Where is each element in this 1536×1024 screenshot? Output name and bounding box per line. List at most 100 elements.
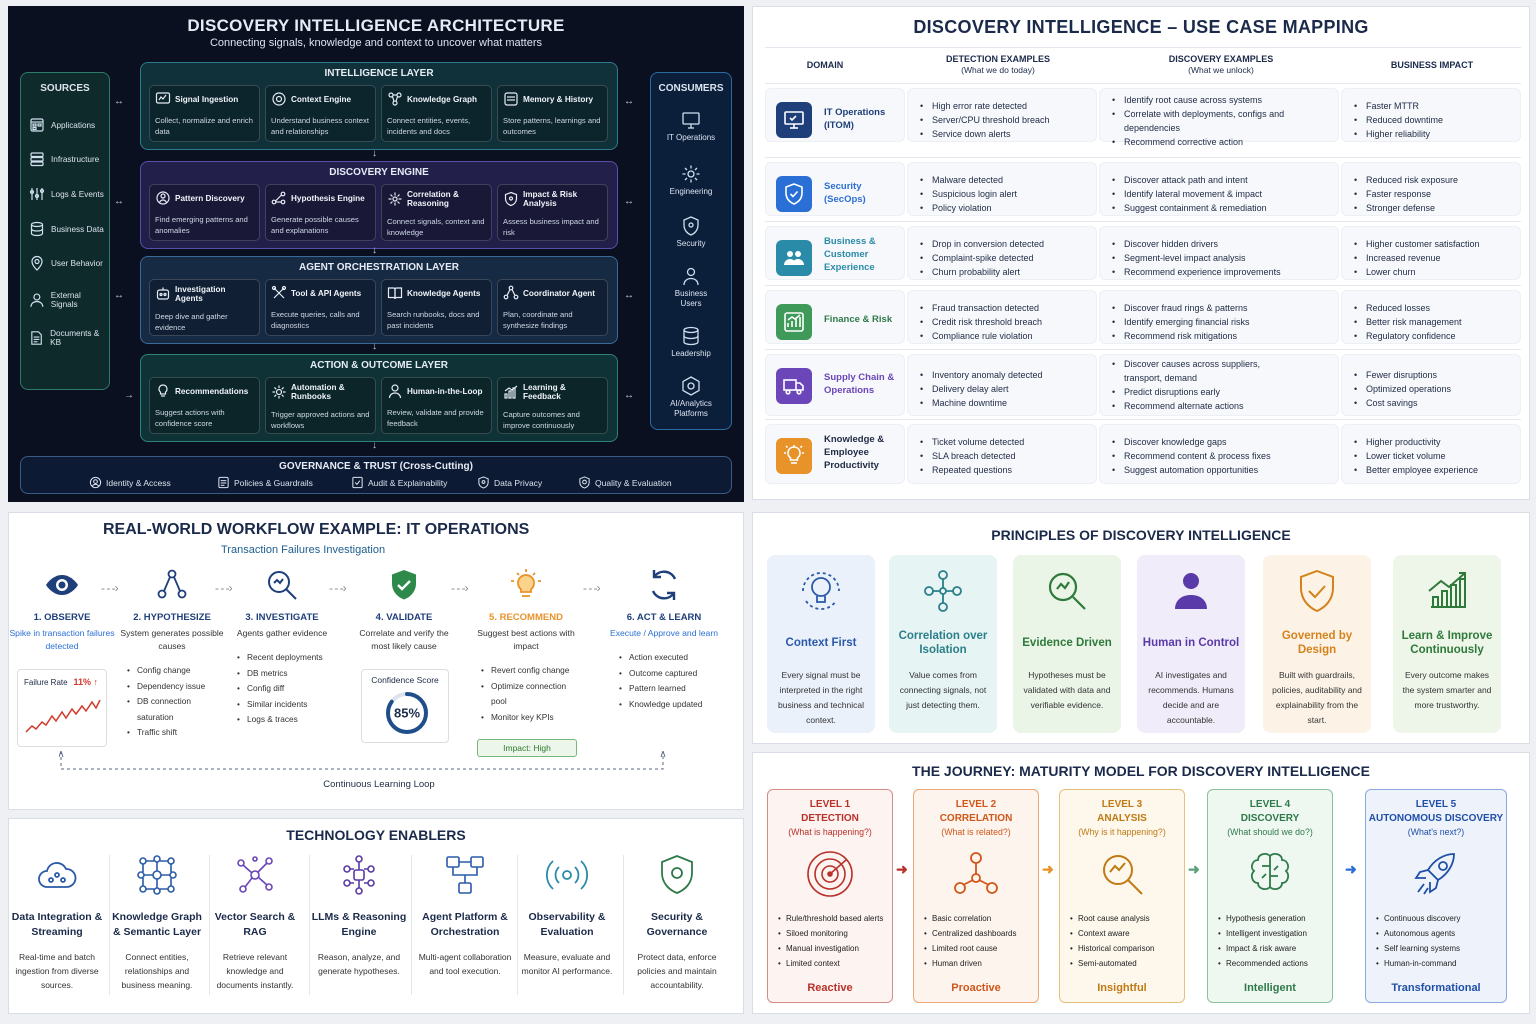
table-row: Business & Customer Experience Drop in c… — [765, 221, 1521, 281]
broadcast-icon — [546, 860, 588, 890]
hypothesis-icon — [271, 191, 286, 205]
monitor-icon — [776, 102, 812, 138]
molecule-icon — [924, 570, 962, 612]
growth-chart-icon — [1428, 572, 1466, 608]
step-recommend: 5. RECOMMEND Suggest best actions with i… — [471, 567, 581, 725]
arrow-right-icon: ➜ — [896, 861, 908, 877]
detection-list: Ticket volume detectedSLA breach detecte… — [920, 435, 1024, 477]
step-validate: 4. VALIDATE Correlate and verify the mos… — [349, 567, 459, 653]
source-infrastructure: Infrastructure — [29, 151, 99, 167]
arrow-connector: → — [124, 390, 134, 401]
agent-orchestration-layer: AGENT ORCHESTRATION LAYER Investigation … — [140, 256, 618, 344]
level-outcome: Reactive — [807, 982, 853, 994]
gear-icon — [272, 92, 286, 106]
step-arrow: - - -› — [583, 581, 601, 595]
table-row: Security (SecOps) Malware detectedSuspic… — [765, 157, 1521, 217]
gov-policies-guardrails: Policies & Guardrails — [217, 476, 313, 489]
document-icon — [31, 331, 42, 345]
tech-title: TECHNOLOGY ENABLERS — [286, 827, 466, 843]
shield-icon — [504, 191, 518, 207]
database-icon — [504, 92, 518, 106]
sources-panel: SOURCES Applications Infrastructure Logs… — [20, 72, 110, 390]
hypothesis-list: Config changeDependency issueDB connecti… — [127, 663, 227, 741]
finance-chart-icon — [776, 304, 812, 340]
radar-icon — [807, 851, 853, 897]
arrow-connector: ↔ — [114, 96, 124, 107]
people-icon — [776, 240, 812, 276]
domain-name: Business & Customer Experience — [824, 236, 876, 273]
source-business-data: Business Data — [29, 221, 104, 237]
tool-icon — [271, 285, 287, 299]
workflow-subtitle: Transaction Failures Investigation — [221, 544, 386, 556]
learn-list: Action executedOutcome capturedPattern l… — [619, 650, 719, 712]
chart-icon — [504, 385, 518, 399]
architecture-subtitle: Connecting signals, knowledge and contex… — [209, 37, 543, 49]
level-outcome: Intelligent — [1244, 982, 1296, 994]
impact-list: Higher customer satisfactionIncreased re… — [1354, 237, 1480, 279]
table-row: Supply Chain & Operations Inventory anom… — [765, 349, 1521, 416]
learning-loop-arrow — [59, 751, 666, 770]
correlation-icon — [388, 192, 402, 206]
step-arrow: - - -› — [451, 581, 469, 595]
graph-icon — [388, 92, 402, 106]
monitor-icon — [682, 112, 700, 129]
header-impact: BUSINESS IMPACT — [1390, 60, 1474, 70]
failure-sparkline — [25, 699, 101, 733]
discovery-list: Identify root cause across systemsCorrel… — [1112, 93, 1322, 149]
truck-icon — [776, 368, 812, 404]
architecture-title: DISCOVERY INTELLIGENCE ARCHITECTURE — [187, 16, 565, 35]
impact-list: Reduced lossesBetter risk managementRegu… — [1354, 301, 1462, 343]
rocket-icon — [1414, 853, 1455, 895]
book-icon — [387, 287, 403, 300]
impact-list: Fewer disruptionsOptimized operationsCos… — [1354, 368, 1451, 410]
domain-name: Security (SecOps) — [824, 181, 866, 205]
impact-list: Higher productivityLower ticket volumeBe… — [1354, 435, 1478, 477]
layer-title: DISCOVERY ENGINE — [329, 167, 429, 178]
arrow-connector: ↔ — [624, 96, 634, 107]
person-icon — [1175, 573, 1207, 609]
discovery-list: Discover attack path and intentIdentify … — [1112, 173, 1332, 215]
source-user-behavior: User Behavior — [29, 255, 103, 271]
consumers-heading: CONSUMERS — [658, 83, 724, 94]
arrow-right-icon: ➜ — [1345, 861, 1357, 877]
arrow-right-icon: ➜ — [1042, 861, 1054, 877]
step-hypothesize: 2. HYPOTHESIZE System generates possible… — [117, 567, 227, 741]
confidence-gauge: 85% — [386, 692, 428, 734]
shield-icon — [683, 216, 699, 236]
table-row: IT Operations (ITOM) High error rate det… — [765, 83, 1521, 149]
technology-enablers-panel: TECHNOLOGY ENABLERS Data Integration & S… — [8, 818, 744, 1014]
cloud-data-icon — [38, 862, 77, 888]
consumer-it-operations: IT Operations — [651, 109, 731, 143]
arrow-right-icon: ➜ — [1188, 861, 1200, 877]
step-investigate: 3. INVESTIGATE Agents gather evidence Re… — [227, 567, 337, 728]
level-features: Rule/threshold based alertsSiloed monito… — [778, 911, 892, 971]
lightbulb-icon — [776, 438, 812, 474]
level-outcome: Proactive — [951, 982, 1001, 994]
gov-quality-evaluation: Quality & Evaluation — [578, 476, 672, 489]
policy-icon — [218, 476, 229, 489]
consumer-business-users: Business Users — [651, 265, 731, 309]
gov-data-privacy: Data Privacy — [477, 476, 542, 489]
header-discovery: DISCOVERY EXAMPLES(What we unlock) — [1168, 54, 1274, 75]
